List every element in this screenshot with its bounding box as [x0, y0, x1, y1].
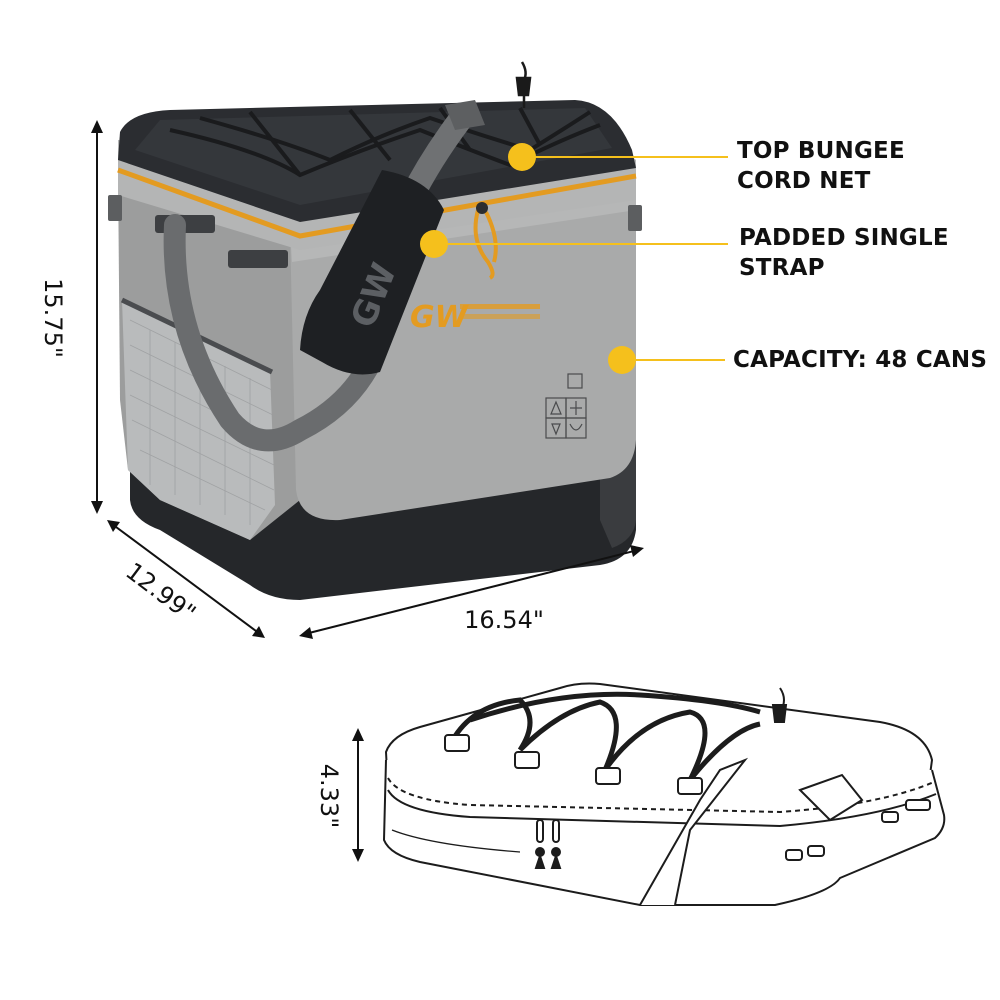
top-drawcord	[515, 61, 532, 108]
callout-dot-net	[508, 143, 536, 171]
feature-capacity-label: CAPACITY: 48 CANS	[733, 345, 987, 375]
callout-markers	[420, 143, 728, 374]
zipper-pull	[473, 209, 498, 280]
callout-dot-strap	[420, 230, 448, 258]
dimension-arrows	[91, 120, 644, 862]
dimension-depth-label: 12.99"	[120, 557, 201, 627]
care-label-icons	[545, 373, 587, 439]
feature-top-net-line-2: CORD NET	[737, 168, 871, 194]
feature-strap-line-1: PADDED SINGLE	[739, 225, 949, 251]
cooler-bag: GW GW	[108, 61, 642, 600]
dimension-height-label: 15.75"	[39, 278, 67, 358]
zipper	[117, 167, 637, 239]
feature-top-net-label: TOP BUNGEE CORD NET	[737, 136, 905, 196]
strap-pad	[300, 170, 444, 375]
brand-logo: GW	[410, 300, 540, 335]
carry-handle	[163, 214, 391, 452]
feature-top-net-line-1: TOP BUNGEE	[737, 138, 905, 164]
folded-bag-drawing	[382, 682, 946, 906]
feature-strap-line-2: STRAP	[739, 255, 825, 281]
feature-capacity-line: CAPACITY: 48 CANS	[733, 347, 988, 373]
callout-dot-capacity	[608, 346, 636, 374]
dimension-folded-height-label: 4.33"	[315, 764, 343, 828]
dimension-width-label: 16.54"	[464, 606, 544, 634]
feature-strap-label: PADDED SINGLE STRAP	[739, 223, 949, 283]
svg-text:GW: GW	[410, 300, 470, 335]
